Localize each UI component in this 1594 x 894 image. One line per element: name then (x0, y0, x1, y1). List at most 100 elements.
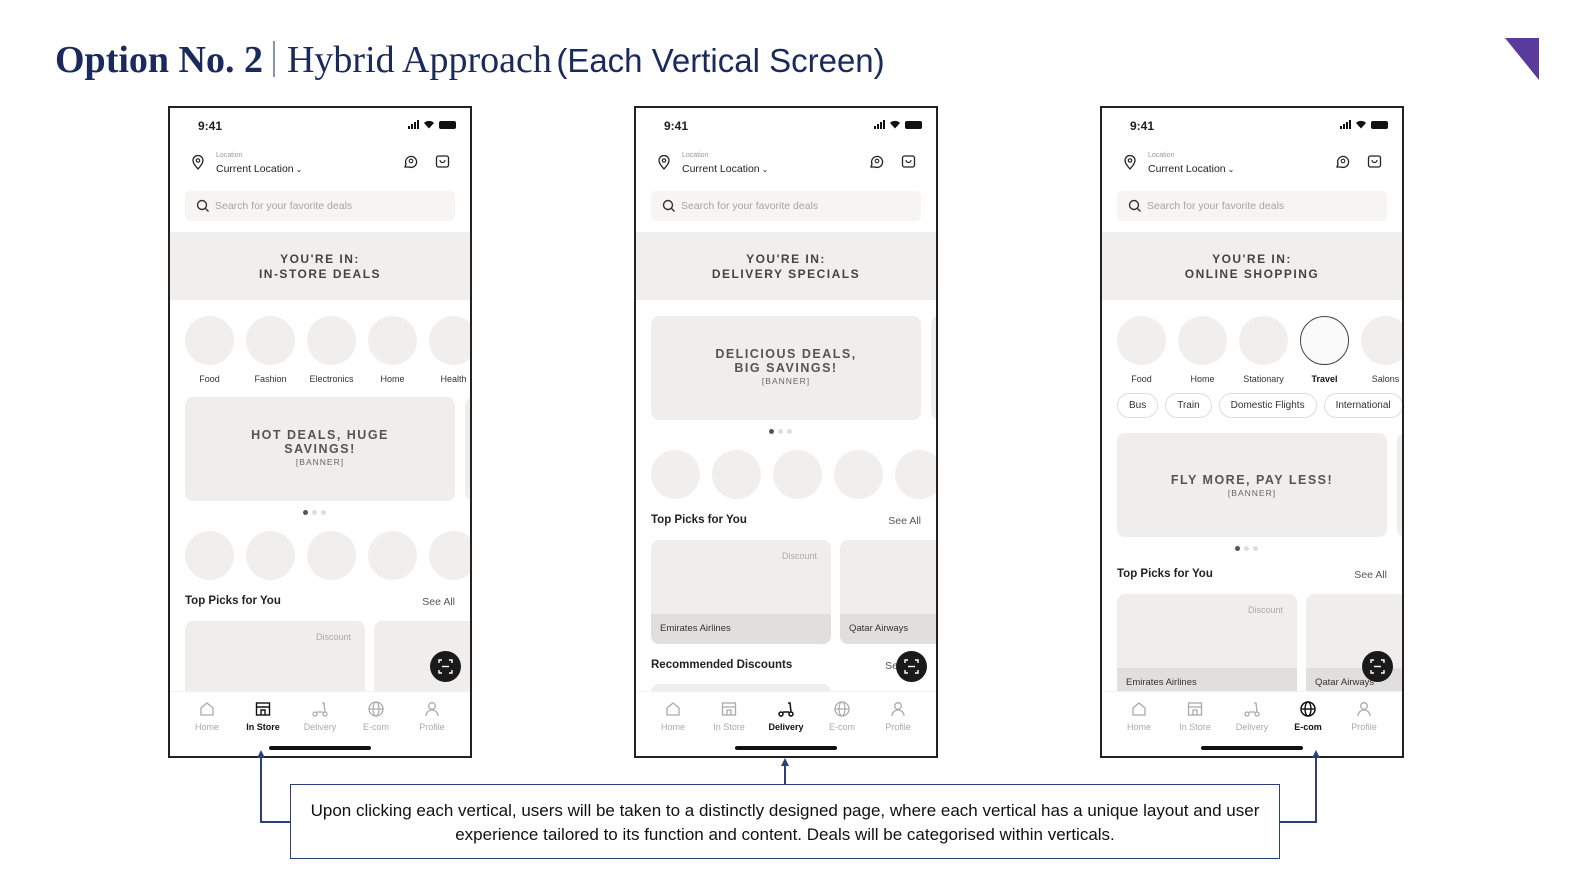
cart-icon[interactable] (1367, 154, 1382, 169)
brand-name: Emirates Airlines (651, 614, 831, 644)
tab-ecom[interactable]: E-com (1280, 700, 1336, 732)
subcategory-circle[interactable] (307, 531, 356, 580)
recommended-title: Recommended Discounts (651, 659, 793, 671)
scan-button[interactable] (896, 651, 927, 682)
arrow-up-icon (257, 750, 265, 758)
tab-label: Profile (1351, 722, 1377, 732)
search-input[interactable] (681, 191, 911, 221)
chip-bus[interactable]: Bus (1117, 393, 1159, 418)
home-indicator (269, 746, 371, 750)
pick-card-emirates[interactable]: Discount Emirates Airlines (651, 540, 831, 644)
tab-profile[interactable]: Profile (1336, 700, 1392, 732)
user-icon (1357, 702, 1371, 717)
home-indicator (1201, 746, 1303, 750)
tab-label: In Store (246, 722, 280, 732)
home-indicator (735, 746, 837, 750)
promo-banner[interactable]: HOT DEALS, HUGE SAVINGS! [BANNER] (185, 397, 455, 501)
globe-icon (1300, 701, 1316, 717)
cart-icon[interactable] (435, 154, 450, 169)
location-selector[interactable]: Location Current Location⌄ (1102, 144, 1402, 184)
subcategory-circle[interactable] (246, 531, 295, 580)
location-value: Current Location⌄ (1148, 163, 1234, 175)
tab-label: Home (660, 722, 685, 732)
tab-in-store[interactable]: In Store (1167, 700, 1223, 732)
subcategory-circle[interactable] (185, 531, 234, 580)
category-food[interactable]: Food (185, 316, 234, 384)
subcategory-circle[interactable] (895, 450, 936, 499)
subcategory-circle[interactable] (368, 531, 417, 580)
travel-filter-chips: Bus Train Domestic Flights International (1117, 393, 1402, 418)
tab-home[interactable]: Home (645, 700, 701, 732)
scooter-icon (1244, 702, 1260, 717)
tab-profile[interactable]: Profile (404, 700, 460, 732)
youre-in-label: YOU'RE IN: (746, 252, 826, 266)
carousel-dots[interactable] (769, 429, 792, 434)
category-travel[interactable]: Travel (1300, 316, 1349, 384)
see-all-link[interactable]: See All (1354, 569, 1387, 581)
tab-ecom[interactable]: E-com (814, 700, 870, 732)
tab-delivery[interactable]: Delivery (292, 700, 348, 732)
pick-card-emirates[interactable]: Discount Emirates Airlines (1117, 594, 1297, 698)
subcategory-circle[interactable] (773, 450, 822, 499)
chat-icon[interactable] (868, 154, 884, 170)
chip-train[interactable]: Train (1165, 393, 1212, 418)
category-food[interactable]: Food (1117, 316, 1166, 384)
carousel-dots[interactable] (303, 510, 326, 515)
promo-banner[interactable]: DELICIOUS DEALS, BIG SAVINGS! [BANNER] (651, 316, 921, 420)
see-all-link[interactable]: Se (885, 660, 898, 672)
scan-button[interactable] (1362, 651, 1393, 682)
category-electronics[interactable]: Electronics (307, 316, 356, 384)
tab-in-store[interactable]: In Store (701, 700, 757, 732)
chip-domestic-flights[interactable]: Domestic Flights (1218, 393, 1317, 418)
subcategory-circle[interactable] (712, 450, 761, 499)
search-input[interactable] (215, 191, 445, 221)
subcategory-circle[interactable] (834, 450, 883, 499)
category-label: Travel (1311, 374, 1338, 384)
chip-international[interactable]: International (1323, 393, 1402, 418)
cart-icon[interactable] (901, 154, 916, 169)
pick-card-qatar[interactable]: Qatar Airways (1306, 594, 1402, 698)
search-input[interactable] (1147, 191, 1377, 221)
carousel-dots[interactable] (1235, 546, 1258, 551)
category-home[interactable]: Home (1178, 316, 1227, 384)
location-selector[interactable]: Location Current Location⌄ (636, 144, 936, 184)
category-fashion[interactable]: Fashion (246, 316, 295, 384)
connector-line (1315, 756, 1317, 822)
chat-icon[interactable] (1334, 154, 1350, 170)
search-bar[interactable] (185, 191, 455, 221)
subcategory-circle[interactable] (651, 450, 700, 499)
chevron-down-icon: ⌄ (1227, 165, 1235, 174)
slide-title-option: Option No. 2 (55, 39, 263, 81)
phone-instore: 9:41 Location Current Location⌄ YOU'RE I… (168, 106, 472, 758)
subcategory-circle[interactable] (429, 531, 470, 580)
scan-button[interactable] (430, 651, 461, 682)
search-bar[interactable] (651, 191, 921, 221)
scan-icon (438, 659, 453, 674)
arrow-up-icon (781, 758, 789, 766)
tab-profile[interactable]: Profile (870, 700, 926, 732)
category-health[interactable]: Health (429, 316, 470, 384)
pick-card-qatar[interactable]: Qatar Airways (840, 540, 936, 644)
tab-ecom[interactable]: E-com (348, 700, 404, 732)
tab-delivery[interactable]: Delivery (758, 700, 814, 732)
category-stationary[interactable]: Stationary (1239, 316, 1288, 384)
tab-home[interactable]: Home (179, 700, 235, 732)
chat-icon[interactable] (402, 154, 418, 170)
search-bar[interactable] (1117, 191, 1387, 221)
scan-icon (1370, 659, 1385, 674)
globe-icon (368, 701, 384, 717)
location-value: Current Location⌄ (216, 163, 302, 175)
location-selector[interactable]: Location Current Location⌄ (170, 144, 470, 184)
tab-delivery[interactable]: Delivery (1224, 700, 1280, 732)
category-salons[interactable]: Salons (1361, 316, 1402, 384)
promo-banner[interactable]: FLY MORE, PAY LESS! [BANNER] (1117, 433, 1387, 537)
see-all-link[interactable]: See All (422, 596, 455, 608)
user-icon (891, 702, 905, 717)
see-all-link[interactable]: See All (888, 515, 921, 527)
tab-home[interactable]: Home (1111, 700, 1167, 732)
tab-in-store[interactable]: In Store (235, 700, 291, 732)
vertical-name: ONLINE SHOPPING (1184, 267, 1320, 281)
category-home[interactable]: Home (368, 316, 417, 384)
top-picks-title: Top Picks for You (185, 595, 281, 607)
category-label: Stationary (1243, 374, 1284, 384)
